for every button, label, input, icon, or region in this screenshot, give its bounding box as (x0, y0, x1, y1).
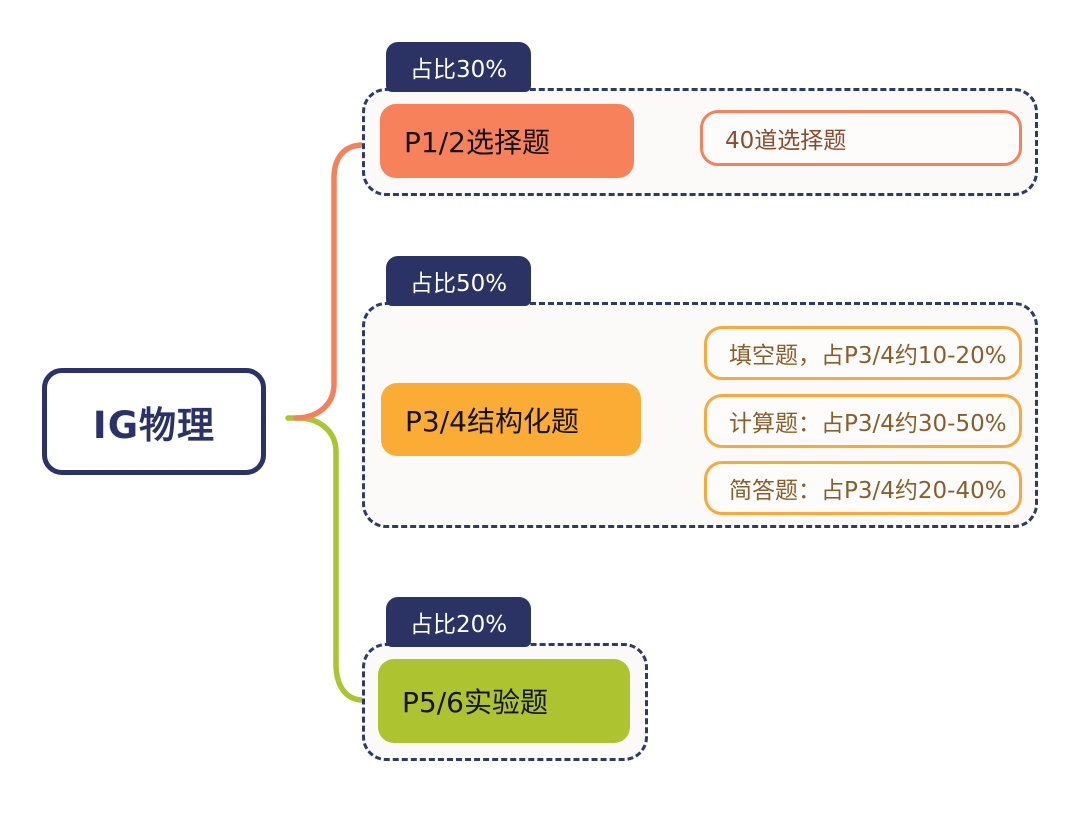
branch-connector-p12 (293, 142, 366, 421)
badge-percent-p56: 占比20% (386, 597, 532, 647)
root-node: IG物理 (42, 368, 266, 475)
leaf-item-40-mcq: 40道选择题 (700, 110, 1022, 166)
leaf-item-fill-blank: 填空题，占P3/4约10-20% (704, 326, 1022, 380)
leaf-item-short-answer: 简答题：占P3/4约20-40% (704, 461, 1022, 515)
badge-percent-p34: 占比50% (386, 256, 532, 306)
branch-connector-p56 (285, 415, 366, 703)
branch-node-p34: P3/4结构化题 (381, 383, 641, 456)
branch-node-p56: P5/6实验题 (378, 659, 630, 743)
branch-node-p12: P1/2选择题 (380, 104, 634, 178)
leaf-item-calculation: 计算题：占P3/4约30-50% (704, 394, 1022, 448)
root-label: IG物理 (92, 403, 216, 447)
badge-percent-p12: 占比30% (386, 42, 532, 92)
